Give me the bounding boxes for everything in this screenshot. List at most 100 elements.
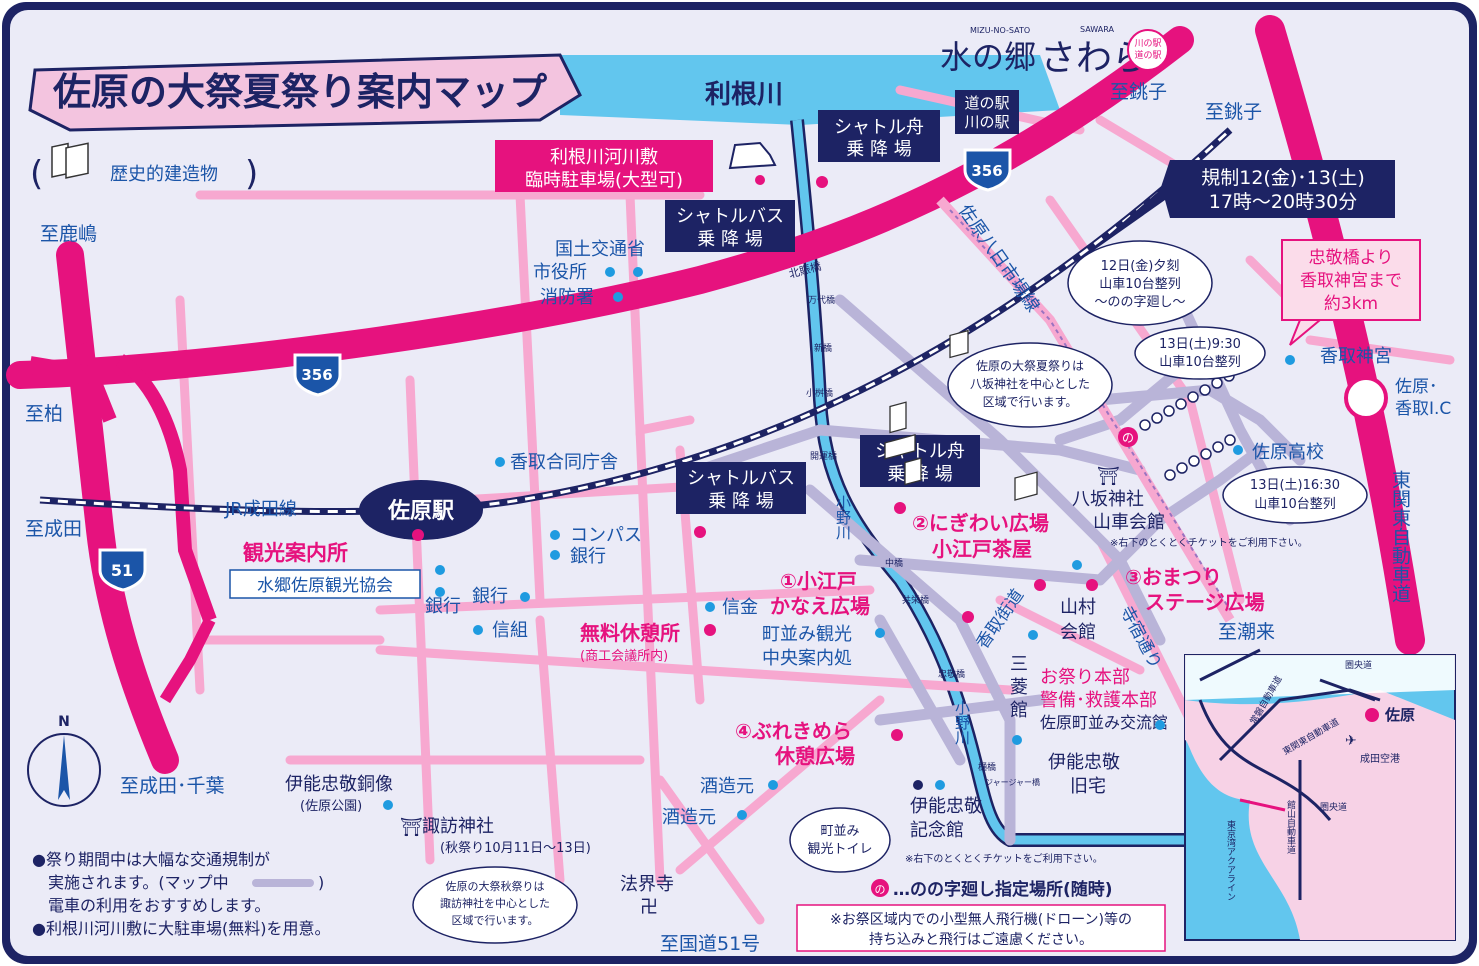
- route-356-shield-2: 356: [963, 148, 1012, 192]
- dir-itako: 至潮来: [1218, 621, 1275, 643]
- svg-text:12日(金)夕刻: 12日(金)夕刻: [1101, 258, 1180, 274]
- sawara-station: 佐原駅: [359, 480, 483, 541]
- svg-text:乗 降 場: 乗 降 場: [708, 491, 773, 512]
- bridge-chuo: 忠敬橋: [938, 668, 965, 680]
- ic-icon: [1344, 376, 1388, 420]
- toilet-bubble: 町並み 観光トイレ: [789, 807, 891, 873]
- ino-kyutaku-2-label: 旧宅: [1070, 776, 1106, 797]
- central-places: ⛩ 八坂神社 山車会館 ※右下のとくとくチケットをご利用下さい。 山村 会館 三…: [905, 466, 1308, 865]
- dir-choshi-1: 至銚子: [1110, 81, 1167, 103]
- bubble-13a: 13日(土)9:30 山車10台整列: [1134, 326, 1266, 380]
- tone-river-label: 利根川: [705, 80, 783, 110]
- svg-text:356: 356: [301, 366, 332, 384]
- svg-text:山車10台整列: 山車10台整列: [1099, 277, 1181, 292]
- svg-text:約3km: 約3km: [1324, 294, 1378, 314]
- compass-n: N: [58, 714, 70, 730]
- shiyakusho-label: 市役所: [533, 262, 587, 283]
- ino-dozo-2-label: (佐原公園): [300, 799, 362, 814]
- machinami-2-label: 中央案内処: [762, 648, 852, 669]
- svg-text:シャトルバス: シャトルバス: [676, 206, 784, 227]
- parking-box: 利根川河川敷 臨時駐車場(大型可): [495, 140, 777, 192]
- ino-kinenkan-2-label: 記念館: [910, 819, 964, 841]
- svg-text:水郷佐原観光協会: 水郷佐原観光協会: [257, 576, 393, 596]
- onogawa-label-2: 小野川: [953, 700, 971, 745]
- svg-text:香取神宮まで: 香取神宮まで: [1300, 271, 1402, 291]
- bubble-12: 12日(金)夕刻 山車10台整列 〜のの字廻し〜: [1067, 240, 1213, 326]
- route-51-shield: 51: [98, 548, 147, 592]
- svg-text:山車10台整列: 山車10台整列: [1254, 497, 1336, 512]
- dir-kashima: 至鹿嶋: [40, 223, 97, 245]
- nonoji-legend: の …のの字廻し指定場所(随時): [871, 879, 1113, 900]
- svg-text:区域で行います。: 区域で行います。: [983, 395, 1078, 409]
- svg-text:シャトルバス: シャトルバス: [687, 468, 795, 489]
- muryo-label: 無料休憩所: [580, 621, 680, 645]
- yasaka-2-label: 山車会館: [1093, 512, 1165, 533]
- notes-left: ●祭り期間中は大幅な交通規制が 実施されます。(マップ中 ) 電車の利用をおすす…: [32, 850, 330, 938]
- svg-text:小野川: 小野川: [953, 700, 971, 745]
- svg-text:356: 356: [971, 162, 1002, 180]
- svg-text:(: (: [30, 154, 43, 194]
- airplane-icon: ✈: [1345, 733, 1357, 749]
- mitsubishi-3: 館: [1010, 700, 1028, 721]
- svg-text:の: の: [1122, 431, 1134, 445]
- brand-small: MIZU-NO-SATO: [970, 26, 1030, 35]
- svg-text:17時〜20時30分: 17時〜20時30分: [1209, 191, 1358, 213]
- note-1c: ): [318, 873, 324, 892]
- dir-kashiwa: 至柏: [25, 403, 63, 425]
- bureki-1-label: ④ぶれきめら: [735, 719, 852, 743]
- nigiwai-2-label: 小江戸茶屋: [932, 537, 1032, 561]
- event-places: ①小江戸 かなえ広場 ②にぎわい広場 小江戸茶屋 ③おまつり ステージ広場 無料…: [580, 511, 1265, 768]
- inset-narita: 成田空港: [1360, 752, 1400, 765]
- badge-line-2: 道の駅: [1134, 49, 1161, 61]
- note-1b: 実施されます。(マップ中: [48, 873, 229, 892]
- suwa-2-label: (秋祭り10月11日〜13日): [440, 841, 591, 856]
- svg-text:※お祭区域内での小型無人飛行機(ドローン)等の: ※お祭区域内での小型無人飛行機(ドローン)等の: [830, 911, 1132, 928]
- yasaka-1-label: 八坂神社: [1072, 489, 1144, 510]
- ino-kinenkan-1-label: 伊能忠敬: [910, 796, 982, 817]
- nigiwai-1-label: ②にぎわい広場: [912, 511, 1049, 535]
- bridge-jajabashi: ジャージャー橋: [985, 777, 1040, 787]
- nonoji-marker: の: [1118, 427, 1138, 447]
- brand-main: 水の郷: [940, 38, 1036, 76]
- svg-text:の: の: [875, 883, 886, 896]
- svg-text:利根川河川敷: 利根川河川敷: [550, 147, 658, 168]
- suwa-1-label: 諏訪神社: [422, 816, 494, 837]
- yasaka-torii-icon: ⛩: [1097, 466, 1120, 487]
- bridge-hi: 樋橋: [978, 761, 996, 773]
- bureki-2-label: 休憩広場: [774, 744, 855, 768]
- compass: N: [27, 714, 101, 807]
- honbu-2-label: 警備･救護本部: [1040, 690, 1157, 711]
- svg-text:シャトル舟: シャトル舟: [834, 117, 924, 138]
- bubble-yasaka-center: 佐原の大祭夏祭りは 八坂神社を中心とした 区域で行います。: [947, 342, 1113, 428]
- bridge-naka: 中橋: [885, 557, 903, 569]
- inset-map: 佐原 成田空港 ✈ 圏央道 圏央道 常磐自動車道 東関東自動車道 館山自動車道 …: [1184, 648, 1456, 941]
- muryo-sub-label: (商工会議所内): [580, 648, 668, 664]
- svg-text:臨時駐車場(大型可): 臨時駐車場(大型可): [525, 170, 683, 191]
- chukei-distance-box: 忠敬橋より 香取神宮まで 約3km: [1281, 239, 1421, 346]
- hokkaiji-label: 法界寺: [620, 874, 674, 895]
- katori-jingu-label: 香取神宮: [1320, 346, 1392, 367]
- svg-text:諏訪神社を中心とした: 諏訪神社を中心とした: [440, 896, 550, 910]
- ginko-2-label: 銀行: [425, 596, 461, 617]
- ino-dozo-1-label: 伊能忠敬銅像: [285, 774, 393, 795]
- route-356-shield-1: 356: [293, 353, 342, 397]
- machinami-1-label: 町並み観光: [762, 624, 852, 645]
- honbu-1-label: お祭り本部: [1040, 667, 1130, 688]
- brand-sub: SAWARA: [1080, 25, 1114, 34]
- inset-ken-o-2: 圏央道: [1320, 801, 1347, 813]
- dir-route51: 至国道51号: [660, 933, 760, 955]
- inset-ken-o-1: 圏央道: [1345, 659, 1372, 671]
- svg-text:町並み: 町並み: [820, 824, 859, 839]
- svg-text:区域で行います。: 区域で行います。: [452, 914, 539, 927]
- mitsubishi-2: 菱: [1010, 677, 1028, 698]
- car-icon: [728, 141, 777, 170]
- inset-sawara: 佐原: [1384, 706, 1415, 724]
- legend-historic-label: 歴史的建造物: [110, 164, 218, 185]
- svg-text:佐原駅: 佐原駅: [387, 498, 454, 524]
- michi-no-eki-box: 道の駅 川の駅: [955, 90, 1019, 134]
- legend-historic: ( 歴史的建造物 ): [30, 142, 258, 194]
- ginko-3-label: 銀行: [472, 586, 508, 607]
- svg-text:持ち込みと飛行はご遠慮ください。: 持ち込みと飛行はご遠慮ください。: [869, 932, 1093, 948]
- svg-text:13日(土)16:30: 13日(土)16:30: [1250, 478, 1340, 493]
